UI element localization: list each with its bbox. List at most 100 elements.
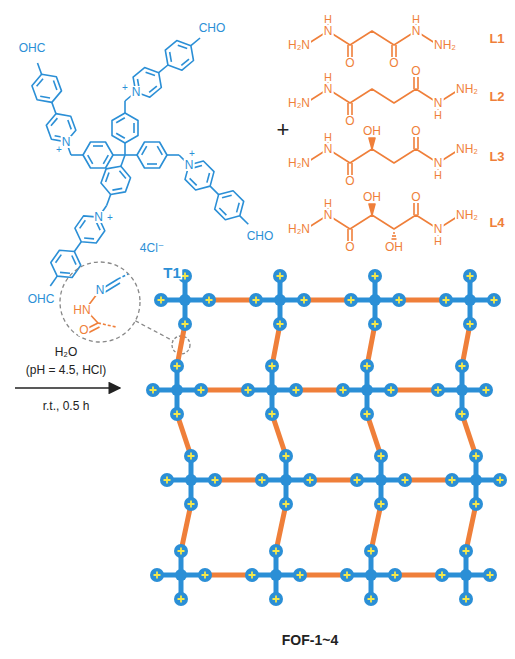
node-core bbox=[175, 569, 187, 581]
charge-mark bbox=[283, 453, 290, 460]
compound-label: L2 bbox=[488, 90, 505, 103]
hydrazone-link bbox=[391, 388, 438, 393]
charge-mark bbox=[301, 297, 308, 304]
charge-mark bbox=[273, 548, 280, 555]
plus-sign: + bbox=[276, 119, 291, 141]
tetrahedral-node bbox=[241, 359, 303, 421]
cationic-site bbox=[269, 544, 283, 558]
atom-label: NH₂ bbox=[455, 209, 479, 221]
node-core bbox=[270, 569, 282, 581]
charge-mark bbox=[206, 297, 213, 304]
atom-label: H bbox=[323, 132, 333, 143]
atom-label: N bbox=[323, 25, 334, 37]
cationic-site bbox=[455, 407, 469, 421]
atom-label: O bbox=[78, 324, 89, 336]
hydrazone-link bbox=[371, 504, 381, 551]
counter-ion: 4Cl⁻ bbox=[139, 242, 165, 254]
atom-label: O bbox=[344, 241, 355, 253]
cationic-site bbox=[208, 473, 222, 487]
tetrahedral-node bbox=[350, 449, 412, 511]
charge-mark bbox=[178, 548, 185, 555]
aldehyde-group: CHO bbox=[198, 22, 227, 34]
node-core bbox=[185, 474, 197, 486]
atom-label: H bbox=[433, 110, 443, 121]
cationic-site bbox=[398, 473, 412, 487]
cationic-site bbox=[374, 449, 388, 463]
charge-sign: + bbox=[106, 213, 114, 223]
cationic-site bbox=[279, 449, 293, 463]
hydrazone-link bbox=[405, 478, 452, 483]
charge-mark bbox=[396, 297, 403, 304]
atom-label: H bbox=[433, 170, 443, 181]
atom-label: N bbox=[131, 86, 142, 98]
charge-mark bbox=[154, 572, 161, 579]
tetrahedral-node bbox=[431, 359, 493, 421]
node-core bbox=[280, 474, 292, 486]
charge-mark bbox=[392, 572, 399, 579]
hydrazone-link bbox=[304, 298, 351, 303]
cationic-site bbox=[170, 407, 184, 421]
cationic-site bbox=[150, 568, 164, 582]
cationic-site bbox=[344, 293, 358, 307]
atom-label: O bbox=[410, 65, 421, 77]
charge-mark bbox=[368, 596, 375, 603]
charge-mark bbox=[378, 501, 385, 508]
cationic-site bbox=[360, 407, 374, 421]
tetrahedral-node bbox=[245, 544, 307, 606]
charge-mark bbox=[212, 477, 219, 484]
cationic-site bbox=[198, 568, 212, 582]
charge-sign: + bbox=[121, 83, 129, 93]
cationic-site bbox=[459, 592, 473, 606]
charge-mark bbox=[182, 273, 189, 280]
cationic-site bbox=[184, 497, 198, 511]
cationic-site bbox=[350, 473, 364, 487]
cationic-site bbox=[336, 383, 350, 397]
atom-label: H₂N bbox=[287, 39, 311, 51]
atom-label: N bbox=[323, 143, 334, 155]
charge-mark bbox=[344, 572, 351, 579]
charge-mark bbox=[439, 572, 446, 579]
atom-label: H bbox=[323, 198, 333, 209]
zoom-leader bbox=[135, 321, 173, 341]
cationic-site bbox=[445, 473, 459, 487]
atom-label: H bbox=[323, 14, 333, 25]
linker-structures bbox=[306, 19, 460, 247]
cationic-site bbox=[202, 293, 216, 307]
node-core bbox=[266, 384, 278, 396]
tetrahedral-node bbox=[150, 544, 212, 606]
charge-sign: + bbox=[55, 145, 63, 155]
atom-label: N bbox=[433, 223, 444, 235]
atom-label: N bbox=[93, 211, 104, 223]
cationic-site bbox=[241, 383, 255, 397]
charge-mark bbox=[293, 387, 300, 394]
atom-label: N bbox=[323, 83, 334, 95]
atom-label: OH bbox=[362, 125, 382, 137]
atom-label: NH₂ bbox=[455, 143, 479, 155]
charge-mark bbox=[178, 596, 185, 603]
aldehyde-group: OHC bbox=[27, 293, 56, 305]
cationic-site bbox=[293, 568, 307, 582]
atom-label: O bbox=[410, 191, 421, 203]
reaction-condition: H₂O bbox=[54, 346, 79, 358]
cationic-site bbox=[435, 568, 449, 582]
cationic-site bbox=[174, 592, 188, 606]
cationic-site bbox=[483, 568, 497, 582]
cationic-site bbox=[265, 407, 279, 421]
charge-mark bbox=[253, 297, 260, 304]
cationic-site bbox=[392, 293, 406, 307]
cationic-site bbox=[388, 568, 402, 582]
charge-mark bbox=[269, 411, 276, 418]
node-core bbox=[464, 294, 476, 306]
cationic-site bbox=[279, 497, 293, 511]
atom-label: O bbox=[410, 125, 421, 137]
cationic-site bbox=[178, 317, 192, 331]
cationic-site bbox=[154, 293, 168, 307]
charge-mark bbox=[277, 273, 284, 280]
aldehyde-group: OHC bbox=[18, 42, 47, 54]
cationic-site bbox=[249, 293, 263, 307]
hydrazone-link bbox=[399, 298, 446, 303]
hydrazone-link bbox=[466, 504, 476, 551]
charge-mark bbox=[497, 477, 504, 484]
charge-mark bbox=[188, 453, 195, 460]
